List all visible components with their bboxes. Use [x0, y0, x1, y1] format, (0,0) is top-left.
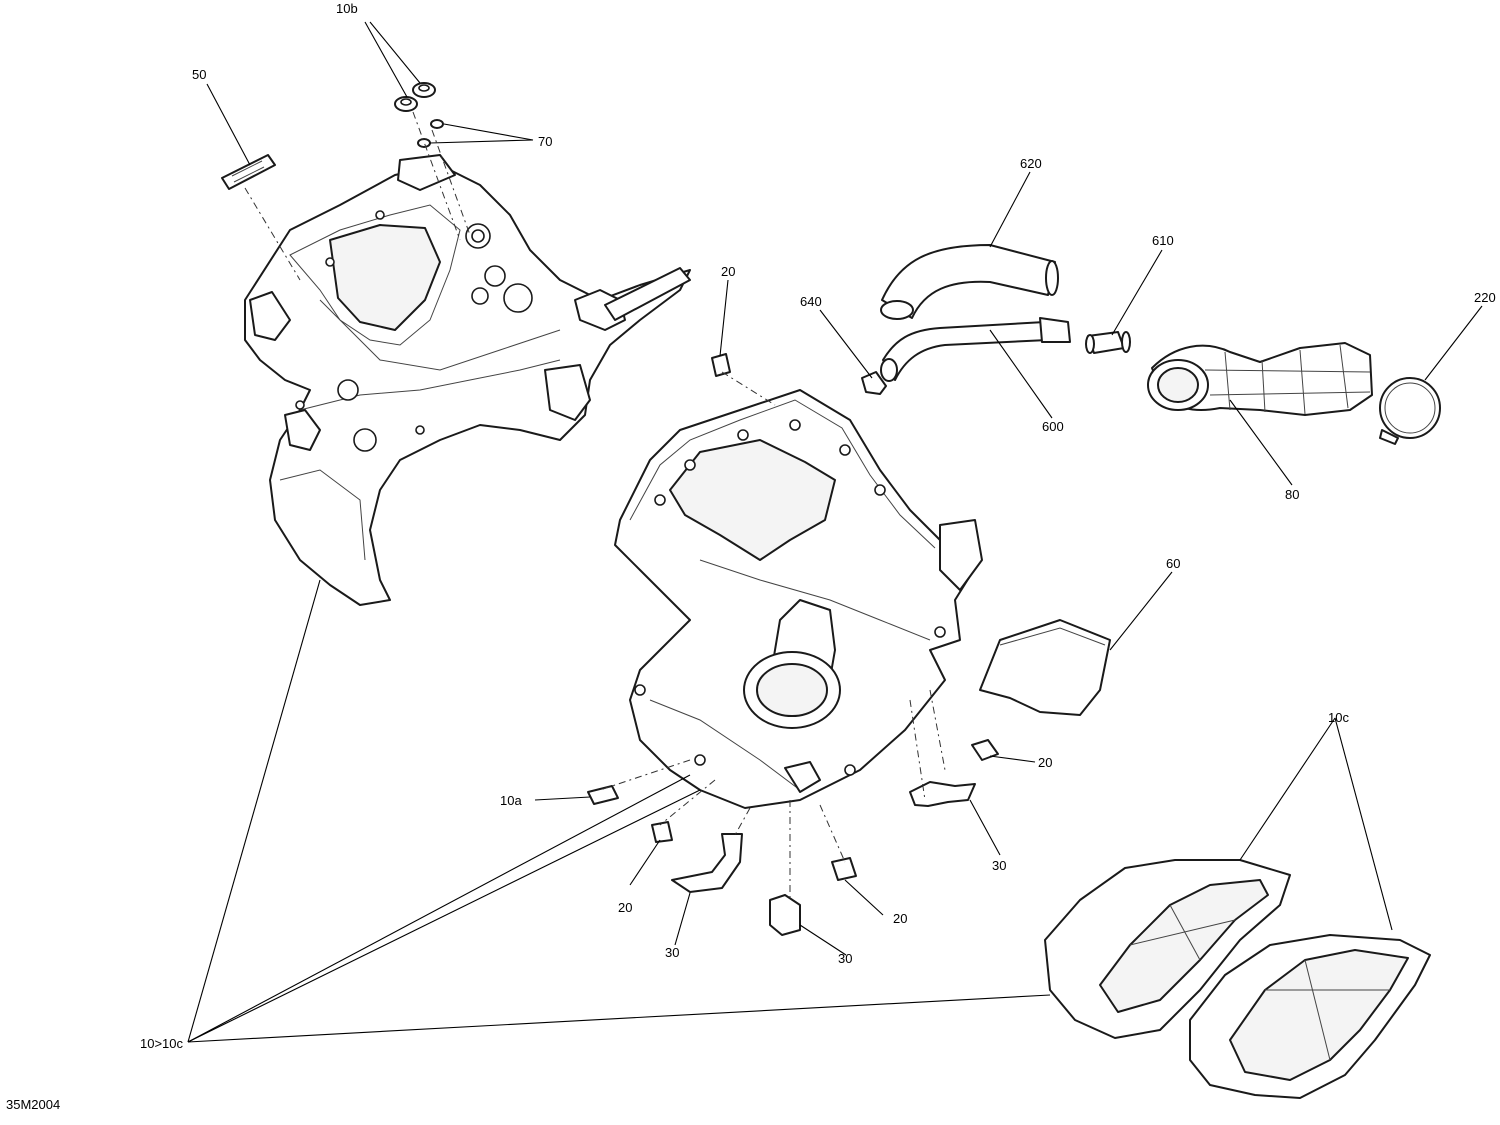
hose-620 [880, 244, 1059, 320]
callout-10c: 10c [1328, 710, 1349, 725]
hose-clamp-220 [1379, 377, 1441, 445]
callout-610: 610 [1152, 233, 1174, 248]
callout-30-right: 30 [992, 858, 1006, 873]
hose-600 [880, 317, 1071, 382]
intake-duct-80 [1147, 342, 1373, 416]
callout-80: 80 [1285, 487, 1299, 502]
callout-70: 70 [538, 134, 552, 149]
callout-60: 60 [1166, 556, 1180, 571]
figure-id: 35M2004 [6, 1097, 60, 1112]
airbox-base [614, 389, 983, 809]
callout-10-10c: 10>10c [140, 1036, 184, 1051]
callout-20-left: 20 [618, 900, 632, 915]
callout-10a: 10a [500, 793, 522, 808]
callout-20-mid: 20 [893, 911, 907, 926]
foam-pad-60 [979, 619, 1111, 716]
label-decal [221, 154, 276, 190]
screws [417, 119, 444, 148]
assembly-lines [244, 111, 946, 900]
clamp-640 [861, 371, 887, 395]
air-filters [1044, 859, 1431, 1099]
callout-labels: 10b 50 70 620 610 640 220 20 600 80 60 1… [6, 1, 1496, 1112]
callout-20-top: 20 [721, 264, 735, 279]
callout-30-left: 30 [665, 945, 679, 960]
callout-10b: 10b [336, 1, 358, 16]
callout-50: 50 [192, 67, 206, 82]
clips-and-brackets [587, 353, 999, 936]
callout-620: 620 [1020, 156, 1042, 171]
callout-20-right: 20 [1038, 755, 1052, 770]
callout-30-mid: 30 [838, 951, 852, 966]
leader-lines [187, 21, 1483, 1043]
callout-220: 220 [1474, 290, 1496, 305]
upper-airbox-housing [244, 154, 691, 606]
grommets [394, 82, 436, 112]
callout-640: 640 [800, 294, 822, 309]
fitting-610 [1085, 331, 1131, 354]
callout-600: 600 [1042, 419, 1064, 434]
